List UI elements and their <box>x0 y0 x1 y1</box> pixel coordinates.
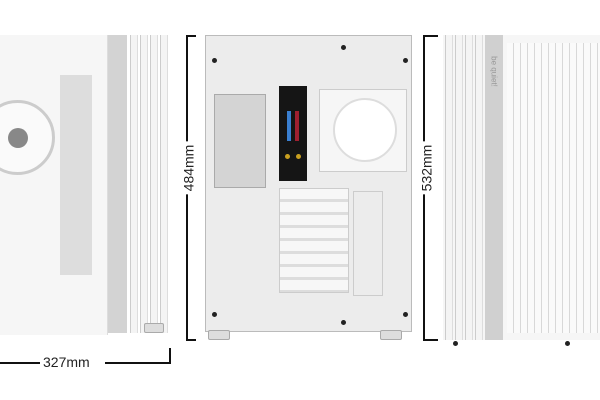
rear-fan-icon <box>333 98 397 162</box>
fan-hub-icon <box>8 128 28 148</box>
height-label-532: 532mm <box>418 141 435 195</box>
front-mesh-slats <box>507 43 600 333</box>
psu-bay <box>214 94 266 188</box>
height-label-484: 484mm <box>180 141 197 195</box>
depth-label: 327mm <box>40 354 93 370</box>
front-logo-strip: be quiet! <box>485 35 503 340</box>
io-shield <box>279 86 307 181</box>
expansion-slots <box>279 188 349 293</box>
side-view-case <box>0 35 172 335</box>
motherboard-tray <box>60 75 92 275</box>
front-view-case: be quiet! <box>443 35 600 340</box>
depth-line-left <box>0 362 60 364</box>
front-strip <box>108 35 127 333</box>
rear-view-case <box>205 35 412 332</box>
side-bracket <box>353 191 383 296</box>
brand-logo: be quiet! <box>489 56 499 87</box>
rear-fan-grill <box>319 89 407 172</box>
depth-line-right <box>105 362 171 364</box>
